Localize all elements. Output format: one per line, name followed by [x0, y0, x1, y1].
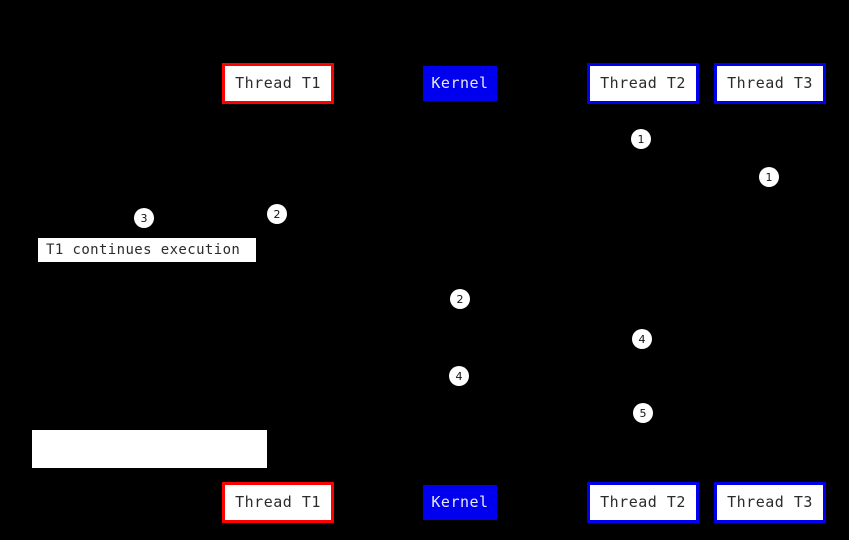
lane-header-kernel[interactable]: Kernel [423, 66, 497, 101]
marker-t3-1: 1 [759, 167, 779, 187]
marker-t1-3: 3 [134, 208, 154, 228]
lane-header-thread-t1[interactable]: Thread T1 [222, 63, 334, 104]
lifeline-thread-t3 [770, 104, 771, 482]
marker-kernel-4: 4 [449, 366, 469, 386]
marker-t2-4: 4 [632, 329, 652, 349]
note-t1-continues: T1 continues execution [37, 237, 257, 263]
lifeline-thread-t2 [643, 104, 644, 482]
marker-kernel-2: 2 [450, 289, 470, 309]
lane-footer-kernel[interactable]: Kernel [423, 485, 497, 520]
lifeline-thread-t1 [278, 104, 279, 482]
marker-t2-5: 5 [633, 403, 653, 423]
lane-footer-thread-t2[interactable]: Thread T2 [587, 482, 699, 523]
marker-t2-1: 1 [631, 129, 651, 149]
marker-t1-2: 2 [267, 204, 287, 224]
lane-header-thread-t2[interactable]: Thread T2 [587, 63, 699, 104]
lane-header-thread-t3[interactable]: Thread T3 [714, 63, 826, 104]
lower-left-panel [32, 430, 267, 468]
lane-footer-thread-t1[interactable]: Thread T1 [222, 482, 334, 523]
lane-footer-thread-t3[interactable]: Thread T3 [714, 482, 826, 523]
